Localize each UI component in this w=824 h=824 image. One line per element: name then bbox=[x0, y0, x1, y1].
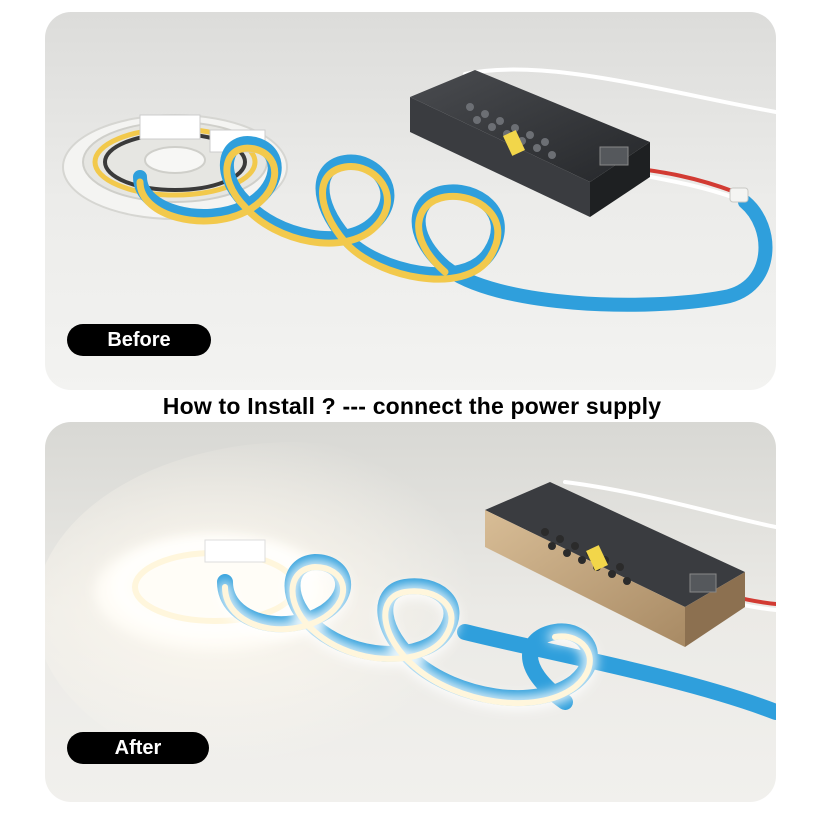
before-badge-label: Before bbox=[107, 329, 171, 351]
after-photo-panel: After bbox=[45, 422, 776, 802]
after-photo bbox=[45, 422, 776, 802]
power-supply-before bbox=[410, 70, 650, 217]
power-supply-after bbox=[485, 482, 745, 647]
after-badge: After bbox=[67, 732, 209, 764]
led-strip-after bbox=[217, 553, 776, 720]
before-photo-panel: Before bbox=[45, 12, 776, 390]
before-badge: Before bbox=[67, 324, 211, 356]
led-strip-before bbox=[133, 136, 773, 312]
after-badge-label: After bbox=[114, 737, 162, 759]
install-caption: How to Install ? --- connect the power s… bbox=[162, 393, 662, 419]
